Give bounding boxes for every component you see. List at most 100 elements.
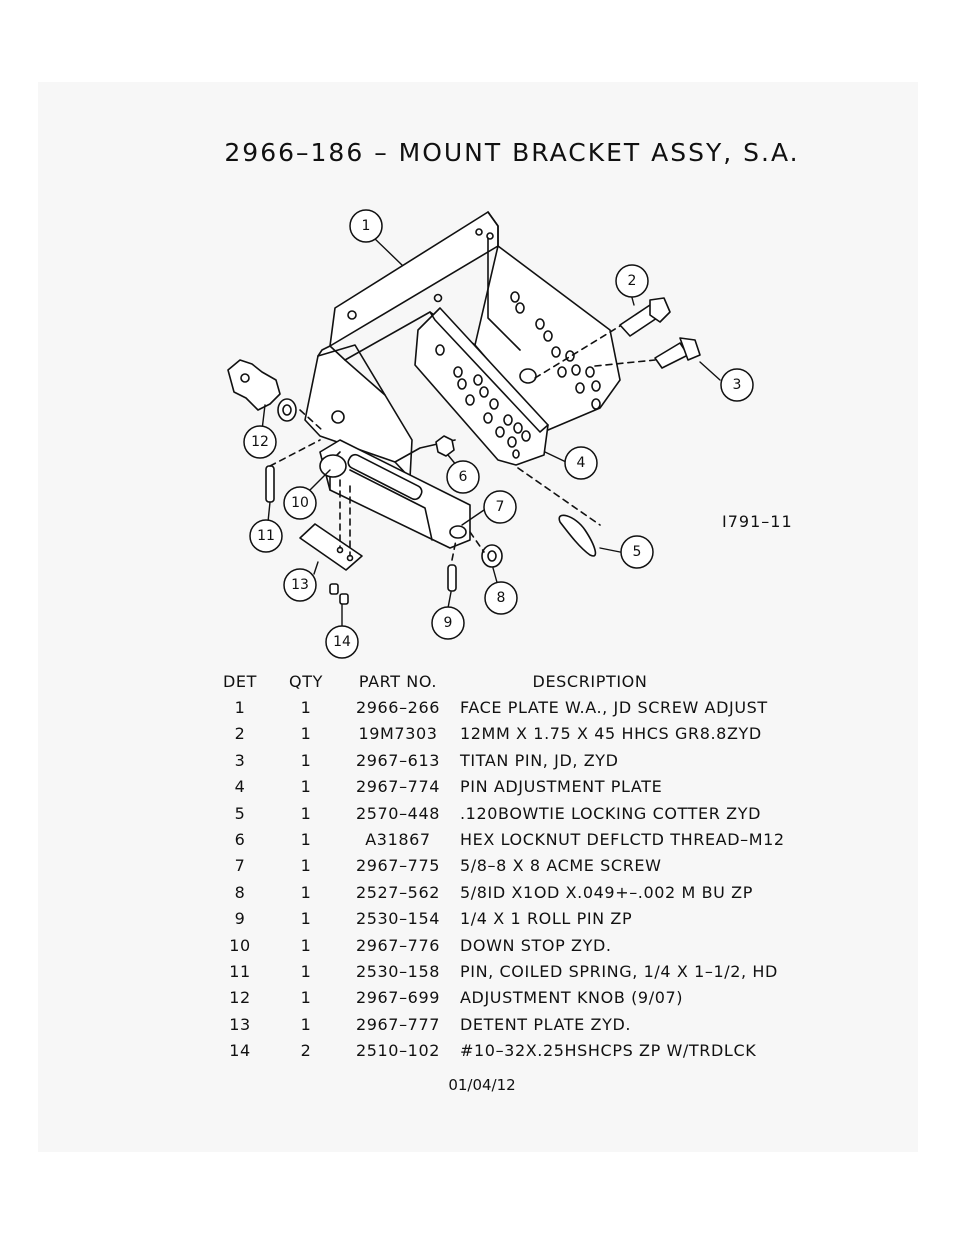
parts-list-header: DET QTY PART NO. DESCRIPTION: [214, 668, 854, 694]
roll-pin-part: [447, 564, 457, 592]
qty-cell: 1: [300, 830, 312, 850]
description-cell: DETENT PLATE ZYD.: [460, 1014, 632, 1034]
description-cell: FACE PLATE W.A., JD SCREW ADJUST: [460, 698, 768, 718]
revision-date: 01/04/12: [448, 1076, 516, 1094]
balloon-label: 10: [291, 495, 309, 511]
det-cell: 14: [229, 1041, 251, 1061]
table-row: 5 1 2570–448 .120BOWTIE LOCKING COTTER ZYD: [214, 800, 854, 826]
part-number-cell: 19M7303: [358, 724, 438, 744]
qty-cell: 1: [300, 909, 312, 929]
qty-cell: 1: [300, 803, 312, 823]
part-number-cell: 2967–774: [355, 777, 441, 797]
det-cell: 4: [234, 777, 246, 797]
balloon-label: 14: [333, 634, 351, 650]
qty-cell: 2: [300, 1041, 312, 1061]
table-row: 10 1 2967–776 DOWN STOP ZYD.: [214, 932, 854, 958]
det-cell: 7: [234, 856, 246, 876]
description-cell: ADJUSTMENT KNOB (9/07): [460, 988, 684, 1008]
qty-cell: 1: [300, 988, 312, 1008]
det-cell: 6: [234, 830, 246, 850]
part-number-cell: 2570–448: [355, 803, 441, 823]
det-cell: 12: [229, 988, 251, 1008]
table-row: 14 2 2510–102 #10–32X.25HSHCPS ZP W/TRDLCK: [214, 1037, 854, 1063]
balloon-label: 13: [291, 577, 309, 593]
part-number-cell: 2530–154: [355, 909, 441, 929]
balloon-label: 7: [496, 499, 505, 515]
locknut-part: [435, 435, 455, 457]
balloon-label: 2: [628, 273, 637, 289]
description-cell: 1/4 X 1 ROLL PIN ZP: [460, 909, 633, 929]
qty-cell: 1: [300, 750, 312, 770]
det-cell: 5: [234, 803, 246, 823]
plate-holes: [510, 291, 601, 410]
part-number-cell: 2527–562: [355, 882, 441, 902]
screw-part: [329, 583, 349, 605]
header-desc: DESCRIPTION: [532, 671, 648, 691]
qty-cell: 1: [300, 882, 312, 902]
description-cell: PIN, COILED SPRING, 1/4 X 1–1/2, HD: [460, 961, 778, 981]
description-cell: HEX LOCKNUT DEFLCTD THREAD–M12: [460, 830, 785, 850]
det-cell: 2: [234, 724, 246, 744]
header-det: DET: [222, 671, 257, 691]
det-cell: 3: [234, 750, 246, 770]
qty-cell: 1: [300, 777, 312, 797]
balloon-label: 3: [733, 377, 742, 393]
spring-pin-part: [265, 465, 275, 503]
adjustment-knob-part: [227, 359, 297, 422]
table-row: 12 1 2967–699 ADJUSTMENT KNOB (9/07): [214, 985, 854, 1011]
balloon-label: 4: [577, 455, 586, 471]
header-qty: QTY: [289, 671, 323, 691]
detent-plate-part: [299, 523, 363, 571]
adjustment-plate-part: [414, 307, 549, 466]
balloon-label: 5: [633, 544, 642, 560]
det-cell: 13: [229, 1014, 251, 1034]
balloon-label: 9: [444, 615, 453, 631]
drawing-number: I791–11: [722, 512, 793, 531]
description-cell: PIN ADJUSTMENT PLATE: [460, 777, 663, 797]
det-cell: 11: [229, 961, 251, 981]
part-number-cell: 2967–775: [355, 856, 441, 876]
part-number-cell: 2967–699: [355, 988, 441, 1008]
table-row: 8 1 2527–562 5/8ID X1OD X.049+–.002 M BU ZP: [214, 879, 854, 905]
description-cell: #10–32X.25HSHCPS ZP W/TRDLCK: [460, 1041, 757, 1061]
part-number-cell: 2967–776: [355, 935, 441, 955]
balloon-label: 1: [362, 218, 371, 234]
det-cell: 8: [234, 882, 246, 902]
part-number-cell: 2966–266: [355, 698, 441, 718]
header-part: PART NO.: [358, 671, 438, 691]
description-cell: .120BOWTIE LOCKING COTTER ZYD: [460, 803, 761, 823]
qty-cell: 1: [300, 724, 312, 744]
callout-balloons: [243, 209, 754, 659]
table-row: 9 1 2530–154 1/4 X 1 ROLL PIN ZP: [214, 906, 854, 932]
det-cell: 9: [234, 909, 246, 929]
balloon-label: 12: [251, 434, 269, 450]
qty-cell: 1: [300, 935, 312, 955]
description-cell: 5/8–8 X 8 ACME SCREW: [460, 856, 662, 876]
qty-cell: 1: [300, 856, 312, 876]
balloon-label: 6: [459, 469, 468, 485]
part-number-cell: 2530–158: [355, 961, 441, 981]
part-number-cell: A31867: [365, 830, 431, 850]
part-number-cell: 2967–777: [355, 1014, 441, 1034]
table-row: 4 1 2967–774 PIN ADJUSTMENT PLATE: [214, 774, 854, 800]
description-cell: 5/8ID X1OD X.049+–.002 M BU ZP: [460, 882, 753, 902]
qty-cell: 1: [300, 961, 312, 981]
titan-pin-part: [654, 337, 701, 369]
exploded-view-diagram: 1 2 3 4 5 6 7 8 9 10 11 12 13 14: [227, 209, 754, 659]
description-cell: DOWN STOP ZYD.: [460, 935, 612, 955]
balloon-label: 8: [497, 590, 506, 606]
bolt-part: [619, 297, 671, 337]
down-stop-block: [319, 439, 471, 549]
washer-part: [481, 544, 503, 568]
table-row: 7 1 2967–775 5/8–8 X 8 ACME SCREW: [214, 853, 854, 879]
det-cell: 10: [229, 935, 251, 955]
drawing-sheet: [38, 82, 918, 1152]
part-number-cell: 2510–102: [355, 1041, 441, 1061]
page-title: 2966–186 – MOUNT BRACKET ASSY, S.A.: [224, 138, 800, 167]
